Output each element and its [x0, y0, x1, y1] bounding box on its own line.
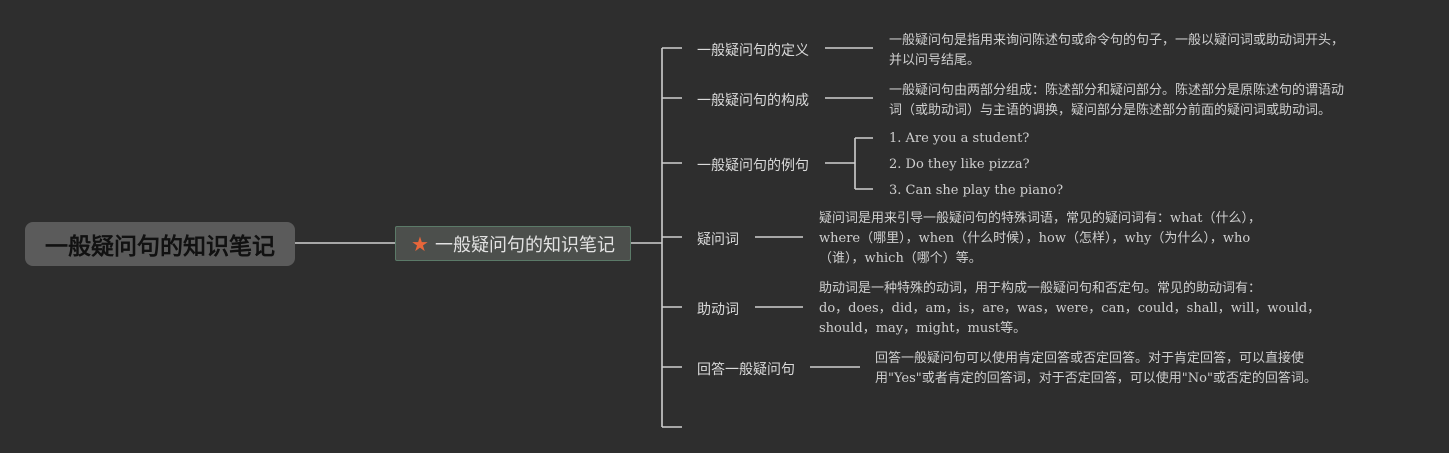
example-2[interactable]: 2. Do they like pizza? — [889, 157, 1030, 172]
branch-answering[interactable]: 回答一般疑问句 — [697, 362, 795, 378]
detail-answering[interactable]: 回答一般疑问句可以使用肯定回答或否定回答。对于肯定回答，可以直接使 用"Yes"… — [875, 349, 1317, 389]
central-topic-node[interactable]: ★ 一般疑问句的知识笔记 — [395, 226, 631, 261]
detail-structure[interactable]: 一般疑问句由两部分组成：陈述部分和疑问部分。陈述部分是原陈述句的谓语动 词（或助… — [889, 81, 1344, 121]
branch-question-words[interactable]: 疑问词 — [697, 232, 739, 248]
branch-auxiliary-verbs[interactable]: 助动词 — [697, 302, 739, 318]
branch-structure[interactable]: 一般疑问句的构成 — [697, 93, 809, 109]
detail-line: do，does，did，am，is，are，was，were，can，could… — [819, 301, 1321, 316]
detail-line: 并以问号结尾。 — [889, 53, 981, 68]
root-node-title: 一般疑问句的知识笔记 — [45, 234, 275, 260]
star-icon: ★ — [411, 231, 429, 256]
detail-question-words[interactable]: 疑问词是用来引导一般疑问句的特殊词语，常见的疑问词有：what（什么）， whe… — [819, 209, 1261, 269]
detail-line: 一般疑问句由两部分组成：陈述部分和疑问部分。陈述部分是原陈述句的谓语动 — [889, 83, 1345, 98]
detail-line: should，may，might，must等。 — [819, 321, 1027, 336]
detail-line: where（哪里），when（什么时候），how（怎样），why（为什么），wh… — [819, 231, 1251, 246]
detail-line: 助动词是一种特殊的动词，用于构成一般疑问句和否定句。常见的助动词有： — [819, 281, 1262, 296]
detail-definition[interactable]: 一般疑问句是指用来询问陈述句或命令句的句子，一般以疑问词或助动词开头， 并以问号… — [889, 31, 1344, 71]
central-topic-title: 一般疑问句的知识笔记 — [434, 234, 615, 256]
root-node[interactable]: 一般疑问句的知识笔记 — [25, 222, 295, 266]
detail-line: 回答一般疑问句可以使用肯定回答或否定回答。对于肯定回答，可以直接使 — [875, 351, 1305, 366]
branch-examples[interactable]: 一般疑问句的例句 — [697, 158, 809, 174]
detail-line: 一般疑问句是指用来询问陈述句或命令句的句子，一般以疑问词或助动词开头， — [889, 33, 1345, 48]
detail-line: 用"Yes"或者肯定的回答词，对于否定回答，可以使用"No"或否定的回答词。 — [875, 371, 1317, 386]
example-3[interactable]: 3. Can she play the piano? — [889, 183, 1064, 198]
branch-definition[interactable]: 一般疑问句的定义 — [697, 43, 809, 59]
detail-line: （谁），which（哪个）等。 — [819, 251, 982, 266]
detail-line: 词（或助动词）与主语的调换，疑问部分是陈述部分前面的疑问词或助动词。 — [889, 103, 1332, 118]
detail-auxiliary-verbs[interactable]: 助动词是一种特殊的动词，用于构成一般疑问句和否定句。常见的助动词有： do，do… — [819, 279, 1320, 339]
detail-line: 疑问词是用来引导一般疑问句的特殊词语，常见的疑问词有：what（什么）， — [819, 211, 1261, 226]
example-1[interactable]: 1. Are you a student? — [889, 131, 1030, 146]
